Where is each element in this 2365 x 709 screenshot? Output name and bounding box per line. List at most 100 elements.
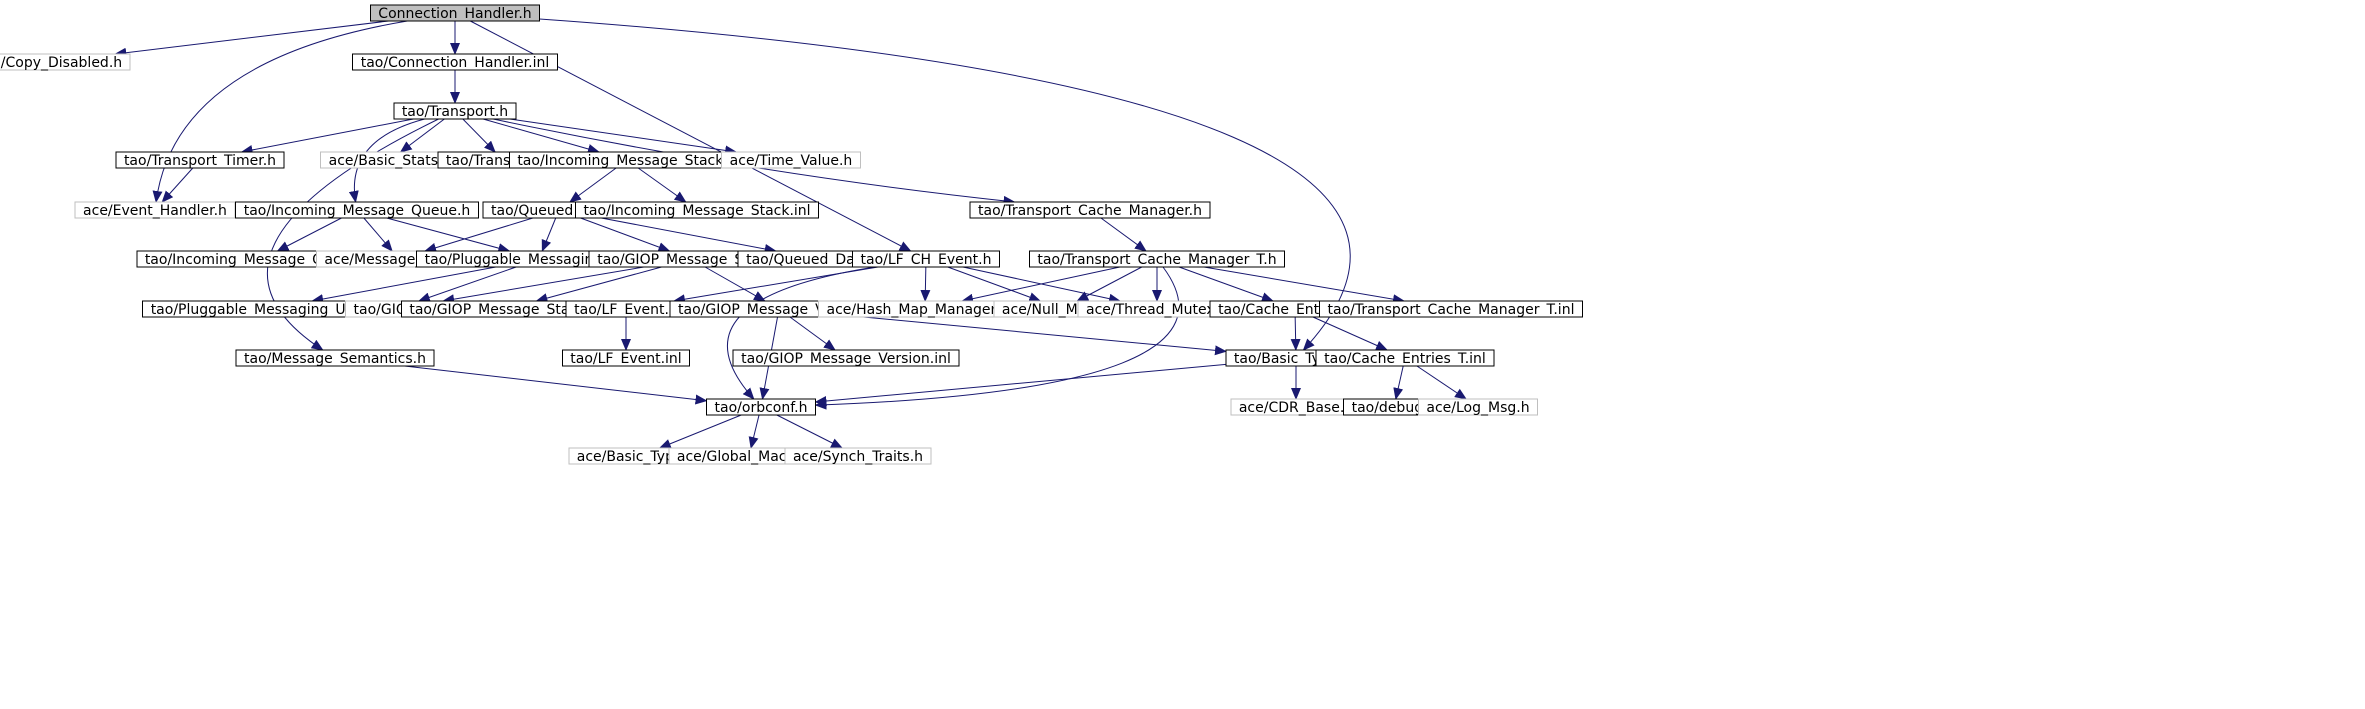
node-lf-ch-event[interactable]: tao/LF_CH_Event.h (852, 250, 1000, 268)
node-label: tao/orbconf.h (715, 400, 808, 416)
node-lf-event[interactable]: tao/LF_Event.h (565, 300, 687, 318)
edge-pluggable-messaging-utils-to-giopc (417, 266, 517, 303)
edge-cache-entries-t-inl-to-log-msg (1416, 365, 1467, 400)
node-box (732, 349, 960, 367)
node-incoming-message-queue[interactable]: tao/Incoming_Message_Queue.h (235, 201, 479, 219)
node-label: ace/Thread_Mutex.h (1086, 302, 1228, 318)
node-message-semantics[interactable]: tao/Message_Semantics.h (235, 349, 435, 367)
edge-giop-message-version-to-giop-message-version-inl (789, 316, 836, 351)
node-transport-timer[interactable]: tao/Transport_Timer.h (115, 151, 285, 169)
node-transport-cache-manager-t[interactable]: tao/Transport_Cache_Manager_T.h (1029, 250, 1285, 268)
node-label: tao/LF_CH_Event.h (861, 252, 992, 268)
node-basic-stats: ace/Basic_Stats.h (320, 151, 460, 169)
edge-queued-data-to-pluggable-messaging-utils (541, 217, 557, 252)
node-box (969, 201, 1211, 219)
node-label: tao/Message_Semantics.h (244, 351, 426, 367)
node-box (235, 201, 479, 219)
node-label: ace/Copy_Disabled.h (0, 55, 122, 71)
node-label: Connection_Handler.h (378, 6, 531, 22)
node-box (115, 151, 285, 169)
edge-basic-types-tao-to-orbconf (814, 363, 1227, 406)
node-label: tao/LF_Event.h (574, 302, 678, 318)
edge-orbconf-to-basic-types-ace (658, 414, 742, 449)
node-lf-event-inl[interactable]: tao/LF_Event.inl (562, 349, 690, 367)
edge-transport-h-to-transport-timer (240, 118, 414, 155)
edge-orbconf-to-synch-traits (776, 414, 844, 449)
node-box (852, 250, 1000, 268)
edge-transport-h-to-basic-stats (399, 118, 445, 153)
node-label: tao/Transport_Timer.h (124, 153, 276, 169)
node-box (721, 151, 861, 169)
edge-lf-ch-event-to-orbconf (727, 266, 876, 400)
node-label: tao/GIOP_Message_Version.inl (741, 351, 951, 367)
node-cache-entries-t-inl[interactable]: tao/Cache_Entries_T.inl (1315, 349, 1495, 367)
node-pluggable-messaging-utils-inl[interactable]: tao/Pluggable_Messaging_Utils.inl (142, 300, 396, 318)
edge-giop-message-state-to-giop-message-version (704, 266, 766, 302)
node-label: tao/Transport.h (402, 104, 508, 120)
edge-pluggable-messaging-utils-to-pluggable-messaging-utils-inl (311, 266, 496, 304)
edge-transport-cache-manager-t-to-null-mutex (1076, 266, 1143, 302)
node-label: tao/GIOP_Message_State.inl (409, 302, 604, 318)
node-root[interactable]: Connection_Handler.h (370, 4, 540, 22)
node-box (1029, 250, 1285, 268)
node-label: ace/Time_Value.h (730, 153, 853, 169)
node-thread-mutex: ace/Thread_Mutex.h (1077, 300, 1237, 318)
node-label: tao/Cache_Entries_T.inl (1324, 351, 1486, 367)
edge-orbconf-to-global-macros (748, 414, 760, 449)
node-incoming-message-stack-inl[interactable]: tao/Incoming_Message_Stack.inl (575, 201, 819, 219)
node-box (562, 349, 690, 367)
node-box (235, 349, 435, 367)
node-giop-message-version-inl[interactable]: tao/GIOP_Message_Version.inl (732, 349, 960, 367)
edge-transport-cache-manager-t-to-orbconf (814, 266, 1180, 410)
node-label: tao/Transport_Cache_Manager_T.h (1037, 252, 1276, 268)
node-time-value: ace/Time_Value.h (721, 151, 861, 169)
edge-transport-h-to-time-value (509, 118, 738, 156)
node-copy-disabled: ace/Copy_Disabled.h (0, 53, 131, 71)
edge-transport-timer-to-event-handler (161, 167, 194, 203)
edge-incoming-message-queue-to-message-block (363, 217, 393, 252)
node-box (575, 201, 819, 219)
node-label: tao/Incoming_Message_Stack.h (517, 153, 736, 169)
node-incoming-message-stack[interactable]: tao/Incoming_Message_Stack.h (509, 151, 745, 169)
node-label: ace/Log_Msg.h (1426, 400, 1529, 416)
edge-incoming-message-stack-to-incoming-message-stack-inl (637, 167, 687, 203)
edge-transport-cache-manager-to-transport-cache-manager-t (1100, 217, 1147, 252)
edge-root-to-copy-disabled (114, 20, 389, 58)
node-box (370, 4, 540, 22)
edge-incoming-message-queue-to-incoming-message-queue-inl (276, 217, 342, 252)
node-transport-cache-manager[interactable]: tao/Transport_Cache_Manager.h (969, 201, 1211, 219)
edge-giop-message-state-to-giopc (442, 266, 644, 305)
node-label: tao/Incoming_Message_Queue.h (244, 203, 471, 219)
node-label: tao/Transport_Cache_Manager_T.inl (1328, 302, 1575, 318)
edge-message-semantics-to-orbconf (404, 365, 708, 405)
node-label: tao/LF_Event.inl (570, 351, 681, 367)
node-label: ace/Basic_Stats.h (329, 153, 452, 169)
node-label: ace/Synch_Traits.h (793, 449, 923, 465)
node-box (393, 102, 517, 120)
node-connection-handler-inl[interactable]: tao/Connection_Handler.inl (352, 53, 558, 71)
node-box (706, 398, 816, 416)
node-giop-message-state-inl[interactable]: tao/GIOP_Message_State.inl (401, 300, 613, 318)
nodes-layer: Connection_Handler.hace/Copy_Disabled.ht… (0, 4, 1583, 465)
node-label: tao/debug.h (1352, 400, 1437, 416)
edge-incoming-message-stack-to-queued-data (569, 167, 617, 203)
node-box (1418, 398, 1538, 416)
edge-cache-entries-t-to-cache-entries-t-inl (1312, 316, 1388, 351)
edge-transport-cache-manager-t-to-hash-map-manager-t (961, 266, 1120, 304)
node-cdr-base: ace/CDR_Base.h (1230, 398, 1362, 416)
node-box (0, 53, 131, 71)
edge-transport-cache-manager-t-to-cache-entries-t (1178, 266, 1274, 302)
edges-layer (114, 18, 1467, 449)
edge-lf-ch-event-to-null-mutex (947, 266, 1042, 302)
node-label: ace/CDR_Base.h (1239, 400, 1353, 416)
edge-incoming-message-queue-to-pluggable-messaging-utils (386, 217, 511, 253)
edge-root-to-event-handler (152, 20, 408, 203)
node-orbconf[interactable]: tao/orbconf.h (706, 398, 816, 416)
edge-cache-entries-t-inl-to-debug (1393, 365, 1404, 400)
node-synch-traits: ace/Synch_Traits.h (784, 447, 932, 465)
edge-queued-data-to-message-block (424, 217, 534, 253)
node-transport-h[interactable]: tao/Transport.h (393, 102, 517, 120)
node-label: tao/Transport_Cache_Manager.h (978, 203, 1202, 219)
node-transport-cache-manager-t-inl[interactable]: tao/Transport_Cache_Manager_T.inl (1319, 300, 1583, 318)
